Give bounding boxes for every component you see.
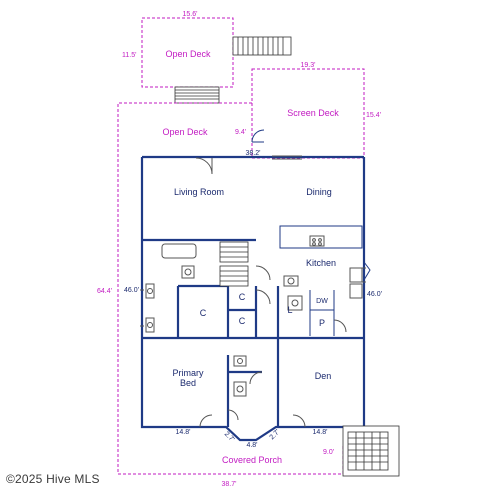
outer-left-dim: 64.4' (97, 288, 112, 295)
primary-bed-label-2: Bed (180, 378, 196, 388)
interior-walls (142, 225, 364, 427)
outer-bottom-dim: 38.7' (222, 481, 237, 488)
house-depth-right-dim: 46.0' (367, 291, 382, 298)
rear-doors (195, 155, 302, 175)
screen-deck-width-dim: 19.3' (301, 62, 316, 69)
watermark: ©2025 Hive MLS (6, 472, 100, 486)
center-dim: 4.8' (246, 442, 257, 449)
closet-top-label: C (239, 292, 246, 302)
porch-stairs (342, 425, 400, 477)
upper-deck-depth-dim: 11.5' (122, 52, 136, 59)
room-labels: Living Room Dining Kitchen C C C DW L P … (173, 187, 337, 388)
porch-label: Covered Porch (222, 455, 282, 465)
porch-right-dim: 9.0' (323, 449, 334, 456)
deck-connector-stairs (174, 86, 220, 104)
screen-deck-label: Screen Deck (287, 108, 339, 118)
dishwasher-label: DW (316, 298, 328, 305)
upper-deck-label: Open Deck (165, 49, 211, 59)
right-bay-dim: 14.8' (313, 429, 328, 436)
door-swings (199, 265, 347, 428)
closet-bottom-label: C (239, 316, 246, 326)
side-wall-marks (140, 261, 371, 327)
house-width-dim: 38.2' (246, 150, 261, 157)
upper-deck-width-dim: 15.6' (183, 11, 198, 18)
upper-deck-stairs (232, 36, 292, 56)
front-dims: 14.8' 14.8' 2.7' 4.8' 2.7' (176, 429, 328, 449)
left-angle-dim: 2.7' (223, 431, 236, 444)
primary-bed-label-1: Primary (173, 368, 204, 378)
house-depth-left-dim: 46.0' (124, 287, 139, 294)
pantry-label: P (319, 318, 325, 328)
covered-porch: Covered Porch 9.0' (222, 449, 334, 465)
house-shell: 38.2' 46.0' 46.0' (124, 150, 382, 442)
main-deck-outline: Open Deck 64.4' 38.7' (97, 102, 344, 488)
closet-main-label: C (200, 308, 207, 318)
living-room-label: Living Room (174, 187, 224, 197)
upper-open-deck: 15.6' 11.5' Open Deck (122, 11, 234, 88)
interior-stairs (219, 241, 249, 287)
screen-deck: 19.3' 15.4' Screen Deck 9.4' (235, 62, 381, 159)
den-label: Den (315, 371, 332, 381)
screen-deck-depth-dim: 15.4' (366, 112, 381, 119)
left-bay-dim: 14.8' (176, 429, 191, 436)
screen-deck-step-dim: 9.4' (235, 129, 246, 136)
dining-label: Dining (306, 187, 332, 197)
main-deck-label: Open Deck (162, 127, 208, 137)
fixtures (145, 235, 363, 397)
laundry-label: L (287, 305, 292, 315)
kitchen-label: Kitchen (306, 258, 336, 268)
